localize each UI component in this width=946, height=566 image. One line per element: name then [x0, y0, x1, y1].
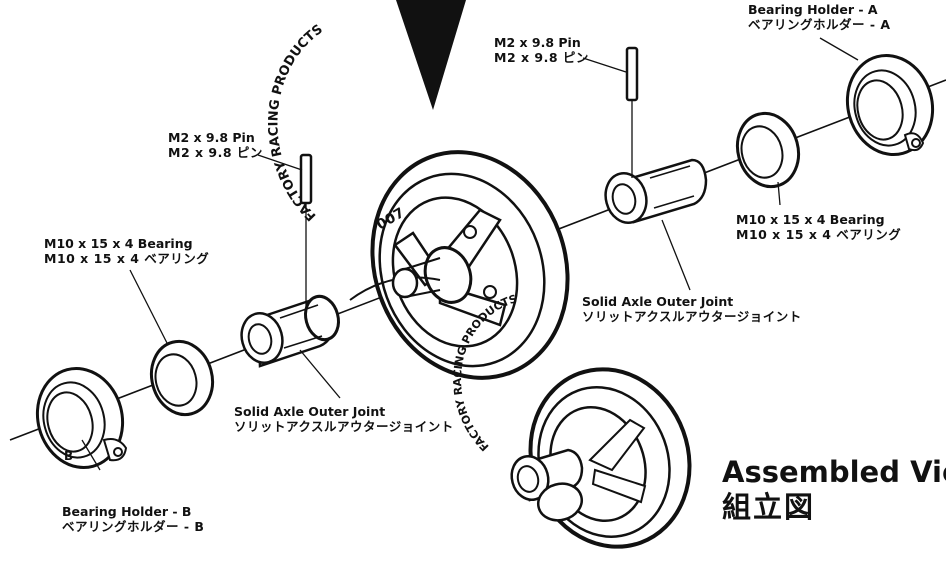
pulley	[349, 150, 570, 380]
bearing-left	[149, 339, 215, 417]
label-bearing-holder-b: Bearing Holder - B ベアリングホルダー - B	[62, 504, 204, 534]
label-outer-joint-right-jp: ソリットアクスルアウタージョイント	[582, 309, 802, 324]
label-bearing-right: M10 x 15 x 4 Bearing M10 x 15 x 4 ベアリング	[736, 212, 901, 242]
label-pin-top: M2 x 9.8 Pin M2 x 9.8 ピン	[494, 35, 589, 65]
assembled-view-drawing	[510, 367, 692, 549]
assembled-view-title: Assembled View	[722, 455, 946, 489]
label-outer-joint-left-jp: ソリットアクスルアウタージョイント	[234, 419, 454, 434]
bearing-holder-a	[845, 53, 935, 157]
pulley-ring-text: FACTORY RACING PRODUCTS	[266, 22, 325, 224]
label-pin-left: M2 x 9.8 Pin M2 x 9.8 ピン	[168, 130, 263, 160]
label-bearing-holder-a: Bearing Holder - A ベアリングホルダー - A	[748, 2, 891, 32]
label-outer-joint-left: Solid Axle Outer Joint ソリットアクスルアウタージョイント	[234, 404, 454, 434]
label-pin-left-jp: M2 x 9.8 ピン	[168, 145, 263, 160]
outer-joint-left	[240, 294, 340, 368]
label-bearing-left-jp: M10 x 15 x 4 ベアリング	[44, 251, 210, 266]
holder-b-mark: B	[64, 449, 73, 463]
label-bearing-right-jp: M10 x 15 x 4 ベアリング	[736, 227, 902, 242]
direction-arrow	[396, 0, 466, 110]
label-bearing-left: M10 x 15 x 4 Bearing M10 x 15 x 4 ベアリング	[44, 236, 209, 266]
label-outer-joint-right: Solid Axle Outer Joint ソリットアクスルアウタージョイント	[582, 294, 802, 324]
leader-lines	[81, 37, 859, 471]
label-bearing-holder-b-jp: ベアリングホルダー - B	[62, 519, 205, 534]
label-bearing-left-en: M10 x 15 x 4 Bearing	[44, 236, 193, 251]
label-bearing-right-en: M10 x 15 x 4 Bearing	[736, 212, 885, 227]
bearing-holder-b	[35, 366, 128, 470]
label-bearing-holder-a-jp: ベアリングホルダー - A	[748, 17, 891, 32]
label-pin-top-en: M2 x 9.8 Pin	[494, 35, 581, 50]
pin-left	[299, 153, 313, 205]
label-bearing-holder-a-en: Bearing Holder - A	[748, 2, 878, 17]
outer-joint-right	[604, 158, 708, 224]
label-pin-top-jp: M2 x 9.8 ピン	[494, 50, 589, 65]
pin-top	[625, 46, 639, 102]
label-bearing-holder-b-en: Bearing Holder - B	[62, 504, 192, 519]
label-outer-joint-left-en: Solid Axle Outer Joint	[234, 404, 386, 419]
label-pin-left-en: M2 x 9.8 Pin	[168, 130, 255, 145]
assembled-view-title-jp: 組立図	[722, 490, 816, 524]
label-outer-joint-right-en: Solid Axle Outer Joint	[582, 294, 734, 309]
bearing-right	[735, 111, 801, 189]
